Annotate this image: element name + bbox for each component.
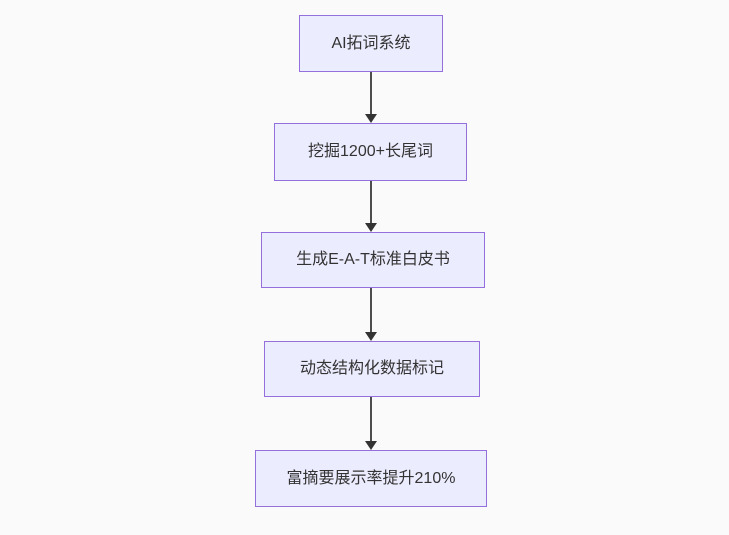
flowchart-arrow-1 xyxy=(364,72,378,123)
arrow-line xyxy=(370,288,372,332)
node-label: 生成E-A-T标准白皮书 xyxy=(296,251,450,269)
node-label: 挖掘1200+长尾词 xyxy=(308,143,433,161)
arrow-head-icon xyxy=(365,114,377,123)
arrow-head-icon xyxy=(365,223,377,232)
arrow-head-icon xyxy=(365,332,377,341)
arrow-line xyxy=(370,181,372,223)
flowchart-node-rich-snippet-uplift: 富摘要展示率提升210% xyxy=(255,450,487,507)
node-label: 富摘要展示率提升210% xyxy=(286,469,456,487)
arrow-line xyxy=(370,72,372,114)
flowchart-node-mine-longtail-words: 挖掘1200+长尾词 xyxy=(274,123,467,181)
arrow-head-icon xyxy=(365,441,377,450)
node-label: AI拓词系统 xyxy=(331,34,411,52)
node-label: 动态结构化数据标记 xyxy=(299,360,444,378)
flowchart-node-structured-data-markup: 动态结构化数据标记 xyxy=(264,341,480,397)
flowchart-node-eat-whitepaper: 生成E-A-T标准白皮书 xyxy=(261,232,485,288)
arrow-line xyxy=(370,397,372,441)
flowchart-arrow-4 xyxy=(364,397,378,450)
flowchart-arrow-2 xyxy=(364,181,378,232)
flowchart-node-ai-expand-system: AI拓词系统 xyxy=(299,15,443,72)
flowchart-arrow-3 xyxy=(364,288,378,341)
